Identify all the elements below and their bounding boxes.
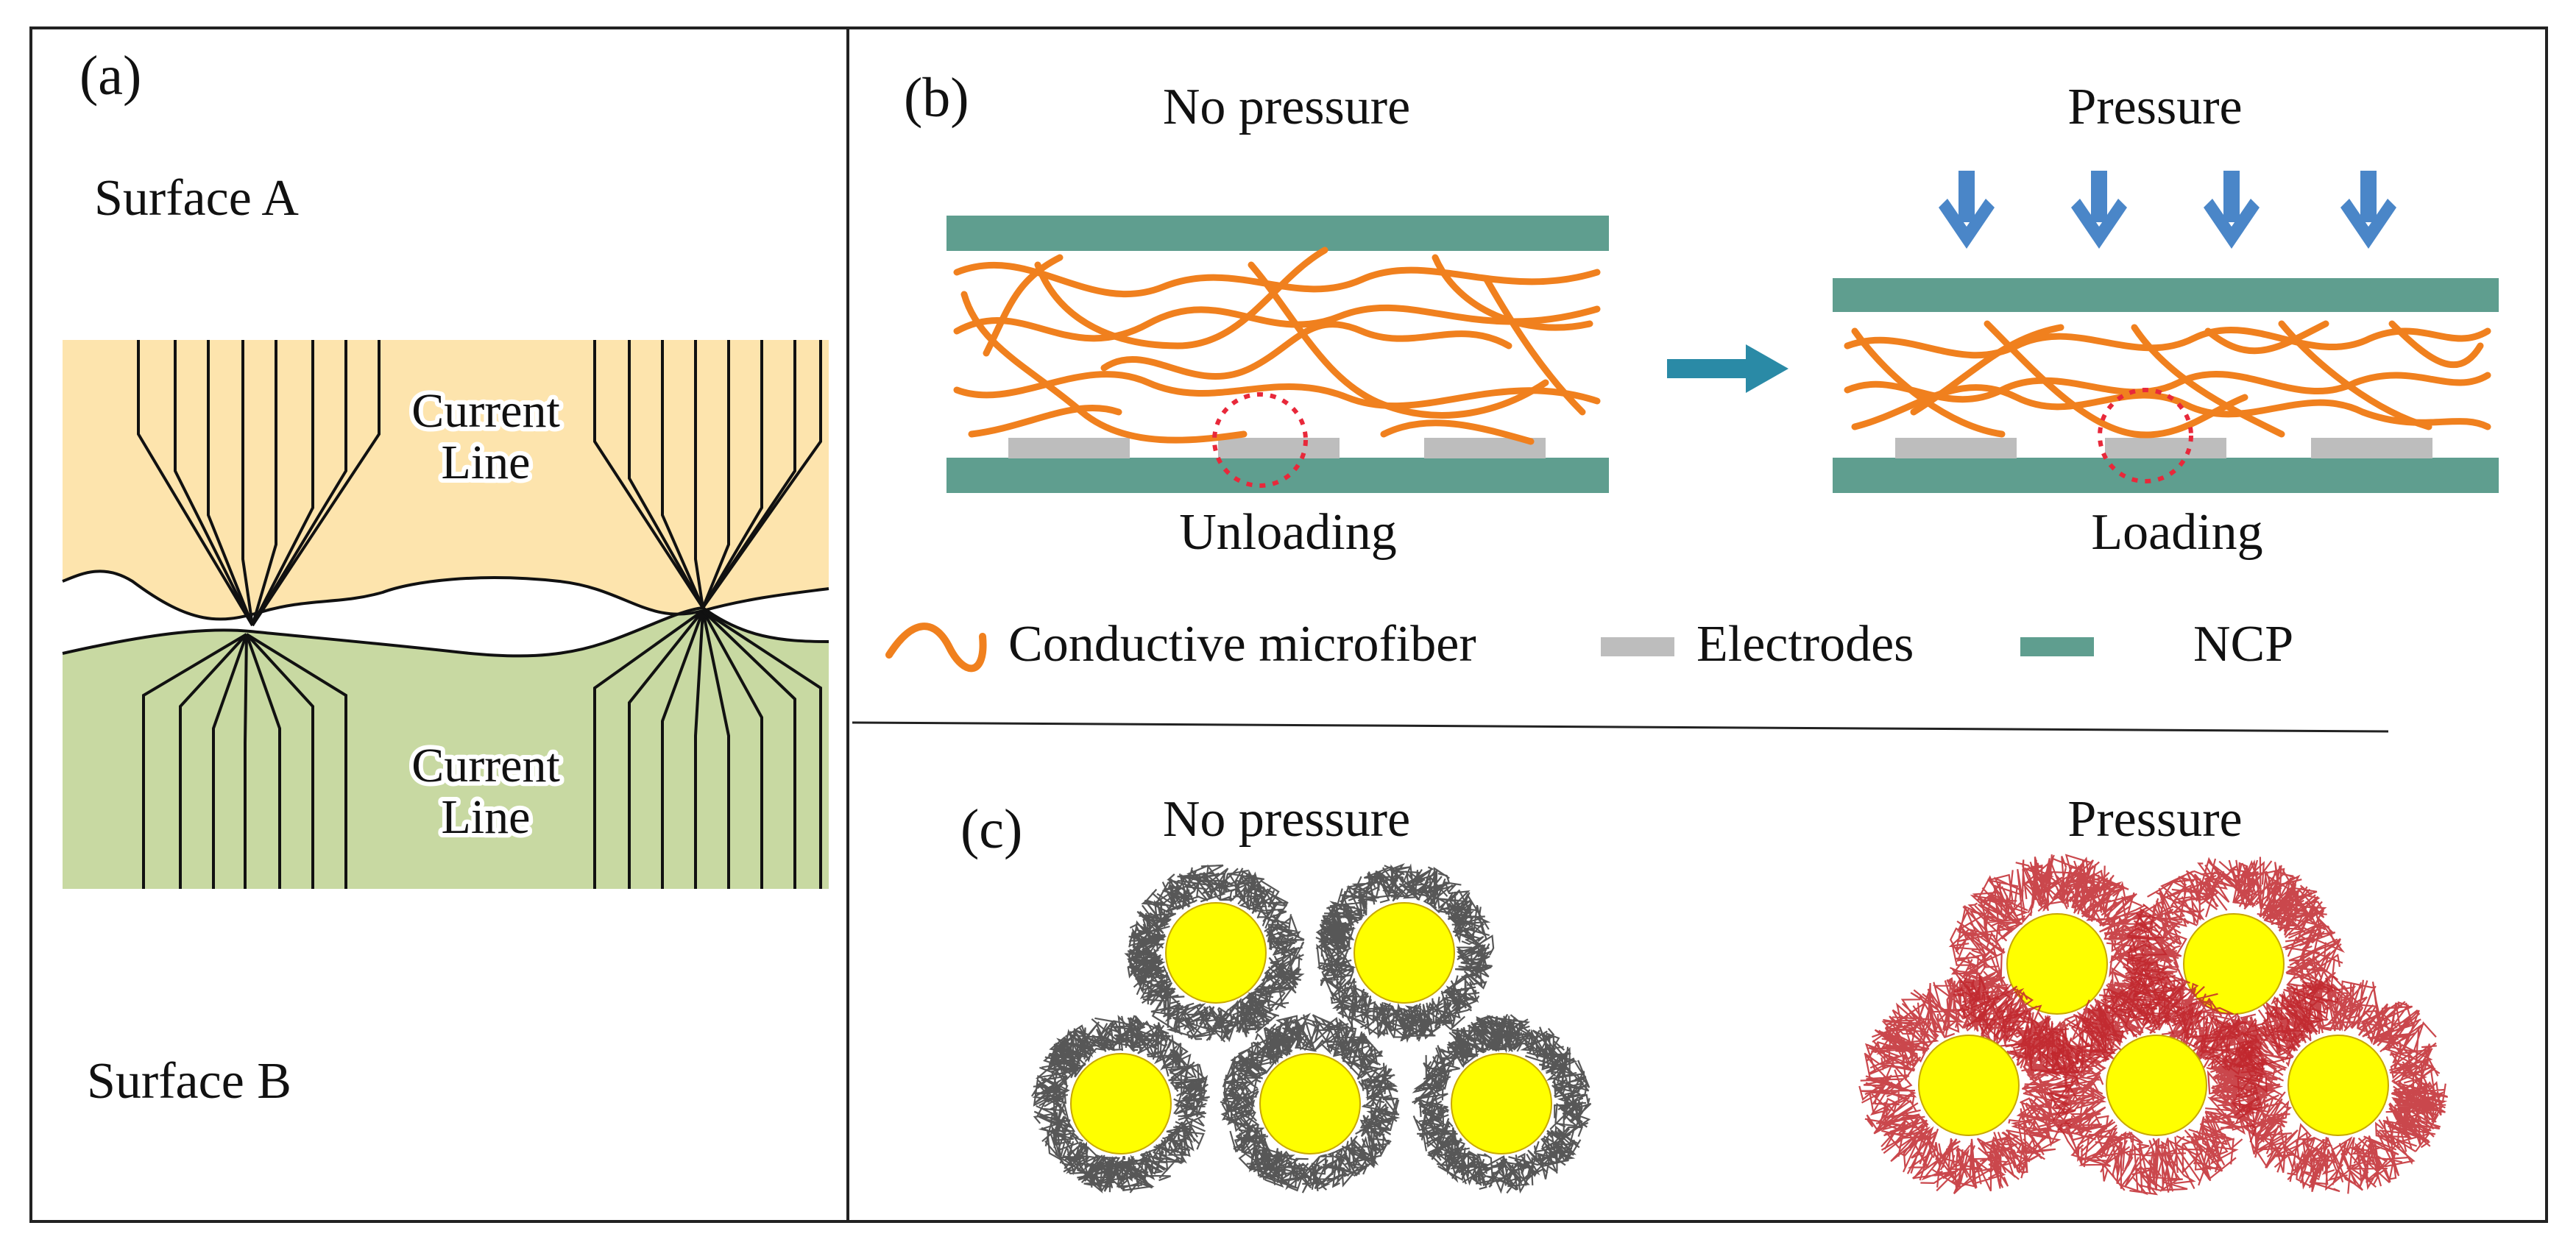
core-shell-particle-loaded bbox=[1858, 973, 2081, 1194]
surface-b-region bbox=[63, 608, 829, 889]
electrode-legend-icon bbox=[1601, 637, 1674, 656]
panel-divider-horizontal bbox=[852, 721, 2389, 733]
current-lines-top-right bbox=[593, 340, 822, 609]
current-line-label-top: Current Line bbox=[407, 380, 565, 494]
conductive-core bbox=[1165, 902, 1267, 1004]
down-arrow-icon bbox=[2340, 171, 2396, 249]
panel-c-label: (c) bbox=[960, 798, 1022, 860]
electrode bbox=[1895, 438, 2017, 458]
conductive-core bbox=[1070, 1053, 1172, 1154]
figure-border bbox=[29, 26, 2548, 1223]
polymer-shell bbox=[1412, 1013, 1592, 1194]
polymer-shell bbox=[1858, 973, 2081, 1194]
polymer-shell bbox=[1315, 862, 1495, 1043]
conductive-core bbox=[2106, 1035, 2207, 1136]
current-line-top-word2: Line bbox=[442, 436, 531, 489]
surface-a-region bbox=[63, 340, 829, 620]
current-line-bottom-word2: Line bbox=[442, 790, 531, 844]
sensor-loading bbox=[1833, 278, 2499, 493]
conductive-fiber-network bbox=[1844, 320, 2491, 439]
contact-point-circle bbox=[1212, 392, 1308, 488]
core-shell-particle-loaded bbox=[2229, 976, 2448, 1194]
current-line-top-word1: Current bbox=[411, 384, 560, 438]
polymer-shell bbox=[1220, 1012, 1401, 1193]
right-arrow-icon bbox=[1667, 344, 1788, 393]
conductive-core bbox=[1451, 1053, 1552, 1154]
particle-cluster-loaded bbox=[1858, 854, 2448, 1196]
ncp-top-plate bbox=[946, 216, 1609, 251]
sensor-unloading bbox=[946, 216, 1609, 493]
panel-c-left-title: No pressure bbox=[1163, 791, 1410, 848]
surface-b-label: Surface B bbox=[87, 1053, 291, 1110]
polymer-shell bbox=[1030, 1014, 1210, 1194]
conductive-core bbox=[1259, 1053, 1361, 1154]
polymer-shell bbox=[2229, 976, 2448, 1194]
surface-b-boundary bbox=[62, 606, 829, 658]
fiber-legend-icon bbox=[885, 622, 987, 673]
conductive-core bbox=[2183, 913, 2285, 1015]
core-shell-particle-unloaded bbox=[1030, 1014, 1210, 1194]
conductive-core bbox=[1918, 1035, 2020, 1136]
panel-b: (b) No pressure Pressure bbox=[885, 67, 2499, 673]
electrode bbox=[1218, 438, 1340, 458]
legend-ncp-label: NCP bbox=[2193, 616, 2293, 673]
legend: Conductive microfiber Electrodes NCP bbox=[885, 616, 2293, 673]
panel-b-right-title: Pressure bbox=[2067, 79, 2242, 135]
core-shell-particle-unloaded bbox=[1220, 1012, 1401, 1193]
panel-a: (a) Surface A Surface B bbox=[62, 45, 829, 1110]
electrode bbox=[2105, 438, 2226, 458]
current-lines-top-left bbox=[137, 340, 381, 627]
core-shell-particle-unloaded bbox=[1412, 1013, 1592, 1194]
panel-b-left-title: No pressure bbox=[1163, 79, 1410, 135]
current-lines-bottom-left bbox=[142, 633, 347, 889]
contact-point-circle bbox=[2098, 388, 2193, 483]
current-line-bottom-word1: Current bbox=[411, 739, 560, 792]
down-arrow-icon bbox=[1939, 171, 1995, 249]
loading-caption: Loading bbox=[2091, 504, 2262, 561]
core-shell-particle-loaded bbox=[2047, 974, 2268, 1196]
ncp-bottom-plate bbox=[946, 458, 1609, 493]
conductive-core bbox=[2006, 913, 2108, 1015]
conductive-core bbox=[2287, 1035, 2389, 1136]
ncp-top-plate bbox=[1833, 278, 2499, 312]
pressure-arrows bbox=[1939, 171, 2396, 249]
panel-c-right-title: Pressure bbox=[2067, 791, 2242, 848]
legend-fiber-label: Conductive microfiber bbox=[1008, 616, 1476, 673]
polymer-shell bbox=[1124, 864, 1305, 1043]
conductive-fiber-network bbox=[953, 246, 1601, 445]
ncp-legend-icon bbox=[2020, 637, 2094, 656]
down-arrow-icon bbox=[2204, 171, 2260, 249]
down-arrow-icon bbox=[2071, 171, 2127, 249]
core-shell-particle-unloaded bbox=[1315, 862, 1495, 1043]
panel-b-label: (b) bbox=[904, 67, 969, 129]
core-shell-particle-unloaded bbox=[1124, 864, 1305, 1043]
panel-c: (c) No pressure Pressure bbox=[960, 791, 2448, 1196]
particle-cluster-unloaded bbox=[1030, 862, 1592, 1194]
unloading-caption: Unloading bbox=[1179, 504, 1397, 561]
ncp-bottom-plate bbox=[1833, 458, 2499, 493]
panel-a-label: (a) bbox=[79, 45, 141, 107]
surface-a-label: Surface A bbox=[94, 170, 299, 227]
legend-electrodes-label: Electrodes bbox=[1696, 616, 1914, 673]
conductive-core bbox=[1354, 902, 1455, 1004]
electrode bbox=[1008, 438, 1130, 458]
current-line-label-bottom: Current Line bbox=[407, 734, 565, 848]
electrode bbox=[2311, 438, 2432, 458]
current-lines-bottom-right bbox=[593, 609, 822, 889]
